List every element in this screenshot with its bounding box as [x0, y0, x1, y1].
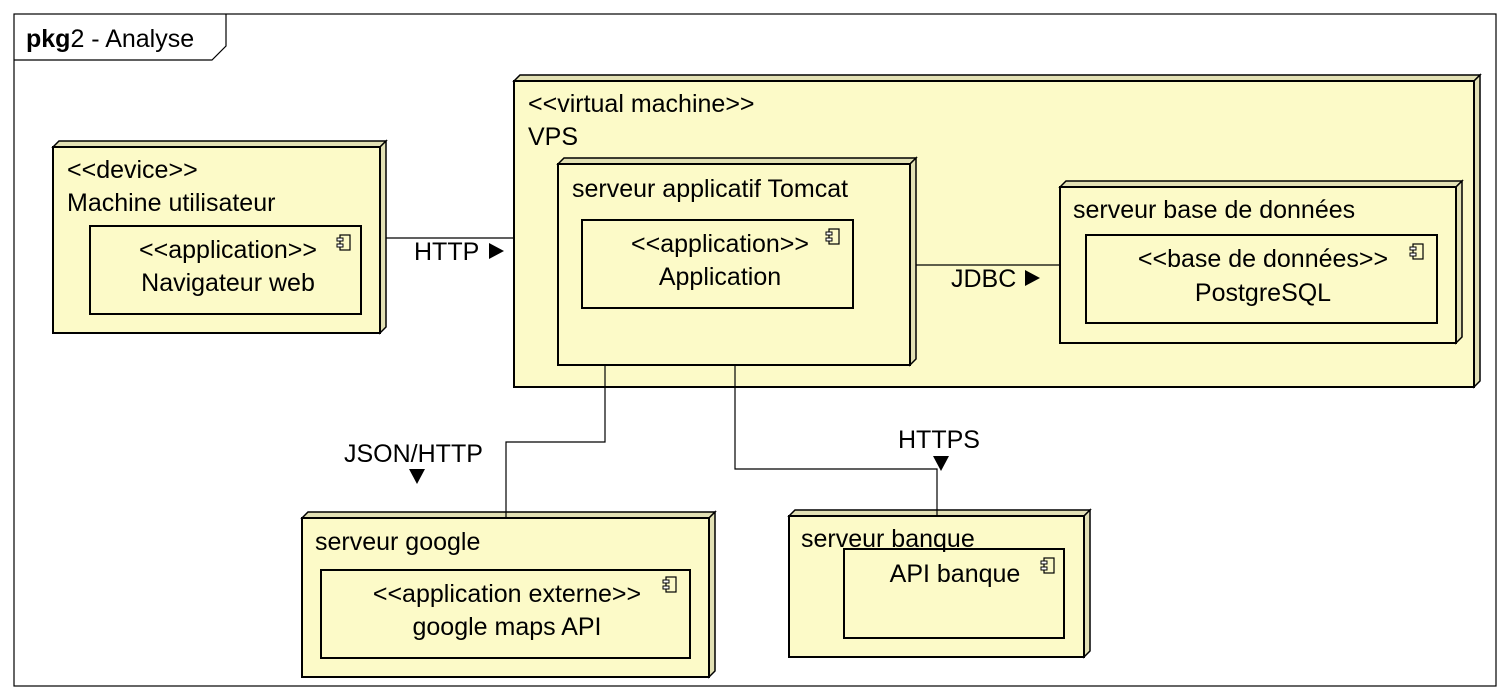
component-icon [1409, 243, 1424, 260]
postgresql-name: PostgreSQL [1195, 279, 1331, 307]
component-application[interactable]: <<application>> Application [581, 219, 854, 309]
connection-json-http: JSON/HTTP [344, 365, 606, 518]
bank-server-name: serveur banque [801, 525, 975, 553]
google-maps-name: google maps API [412, 613, 601, 641]
package-frame-label: pkg2 - Analyse [26, 25, 194, 53]
application-name: Application [659, 263, 781, 291]
node-db-server[interactable]: serveur base de données <<base de donnée… [1058, 179, 1464, 345]
jdbc-label: JDBC [951, 265, 1016, 293]
navigateur-name: Navigateur web [141, 269, 315, 297]
component-postgresql[interactable]: <<base de données>> PostgreSQL [1085, 234, 1438, 324]
arrow-down-icon [409, 469, 425, 484]
application-stereotype: <<application>> [631, 230, 809, 258]
user-machine-name: Machine utilisateur [67, 189, 275, 217]
node-tomcat[interactable]: serveur applicatif Tomcat <<application>… [556, 156, 918, 367]
node-google-server[interactable]: serveur google <<application externe>> g… [300, 510, 717, 679]
connection-https: HTTPS [734, 365, 980, 516]
node-bank-server[interactable]: API banque serveur banque [787, 508, 1092, 659]
api-banque-name: API banque [890, 560, 1021, 588]
node-user-machine[interactable]: <<device>> Machine utilisateur <<applica… [51, 139, 388, 335]
google-server-name: serveur google [315, 528, 480, 556]
package-frame-tab [14, 14, 227, 61]
navigateur-stereotype: <<application>> [139, 236, 317, 264]
arrow-right-icon [1025, 270, 1040, 286]
component-icon [336, 234, 351, 251]
user-machine-stereotype: <<device>> [67, 156, 198, 184]
vps-stereotype: <<virtual machine>> [528, 90, 755, 118]
http-label: HTTP [414, 238, 479, 266]
vps-name: VPS [528, 123, 578, 151]
postgresql-stereotype: <<base de données>> [1138, 245, 1388, 273]
https-label: HTTPS [898, 426, 980, 454]
db-server-name: serveur base de données [1073, 196, 1355, 224]
component-icon [662, 576, 677, 593]
arrow-down-icon [933, 456, 949, 471]
json-http-label: JSON/HTTP [344, 440, 483, 468]
component-google-maps-api[interactable]: <<application externe>> google maps API [320, 569, 691, 659]
component-icon [825, 228, 840, 245]
arrow-right-icon [489, 243, 504, 259]
tomcat-name: serveur applicatif Tomcat [572, 175, 848, 203]
connection-http: HTTP [386, 237, 514, 266]
component-api-banque[interactable]: API banque [843, 548, 1065, 639]
connection-jdbc: JDBC [916, 264, 1060, 293]
component-navigateur-web[interactable]: <<application>> Navigateur web [89, 225, 362, 315]
component-icon [1040, 557, 1055, 574]
google-maps-stereotype: <<application externe>> [373, 580, 641, 608]
